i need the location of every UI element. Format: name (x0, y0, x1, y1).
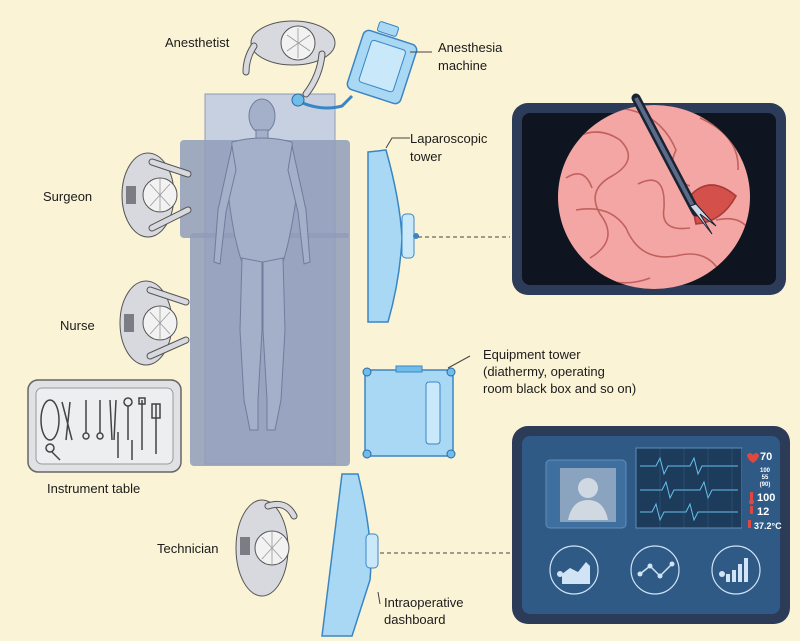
anesthetist-figure (246, 21, 335, 94)
vital-bp-mean: (90) (757, 482, 773, 488)
vital-spo2: 100 (757, 492, 775, 504)
label-surgeon: Surgeon (43, 189, 92, 205)
label-intraoperative-dashboard-line1: Intraoperative (384, 595, 464, 611)
vital-bp-systolic: 100 (757, 468, 773, 474)
label-intraoperative-dashboard-line2: dashboard (384, 612, 445, 628)
label-laparoscopic-tower-line1: Laparoscopic (410, 131, 487, 147)
person-silhouette-icon (560, 468, 616, 522)
label-laparoscopic-tower-line2: tower (410, 149, 442, 165)
laparoscopic-monitor (512, 98, 786, 295)
label-anesthetist: Anesthetist (165, 35, 229, 51)
label-instrument-table: Instrument table (47, 481, 140, 497)
technician-figure (236, 500, 294, 596)
surgeon-figure (122, 153, 188, 237)
vital-bp-diastolic: 55 (757, 475, 773, 481)
nurse-figure (120, 281, 186, 365)
label-technician: Technician (157, 541, 218, 557)
laparoscopic-tower (368, 150, 419, 322)
instrument-table (28, 380, 181, 472)
label-anesthesia-machine-line1: Anesthesia (438, 40, 502, 56)
equipment-tower (363, 366, 455, 458)
intraoperative-dashboard-device (322, 474, 378, 636)
vital-resp: 12 (757, 506, 769, 518)
dashboard-monitor (512, 426, 790, 624)
label-equipment-tower-line3: room black box and so on) (483, 381, 636, 397)
vital-heart-rate: 70 (760, 451, 772, 463)
label-equipment-tower-line2: (diathermy, operating (483, 364, 605, 380)
label-anesthesia-machine-line2: machine (438, 58, 487, 74)
label-equipment-tower-line1: Equipment tower (483, 347, 581, 363)
label-nurse: Nurse (60, 318, 95, 334)
vital-temperature: 37.2°C (754, 520, 782, 532)
